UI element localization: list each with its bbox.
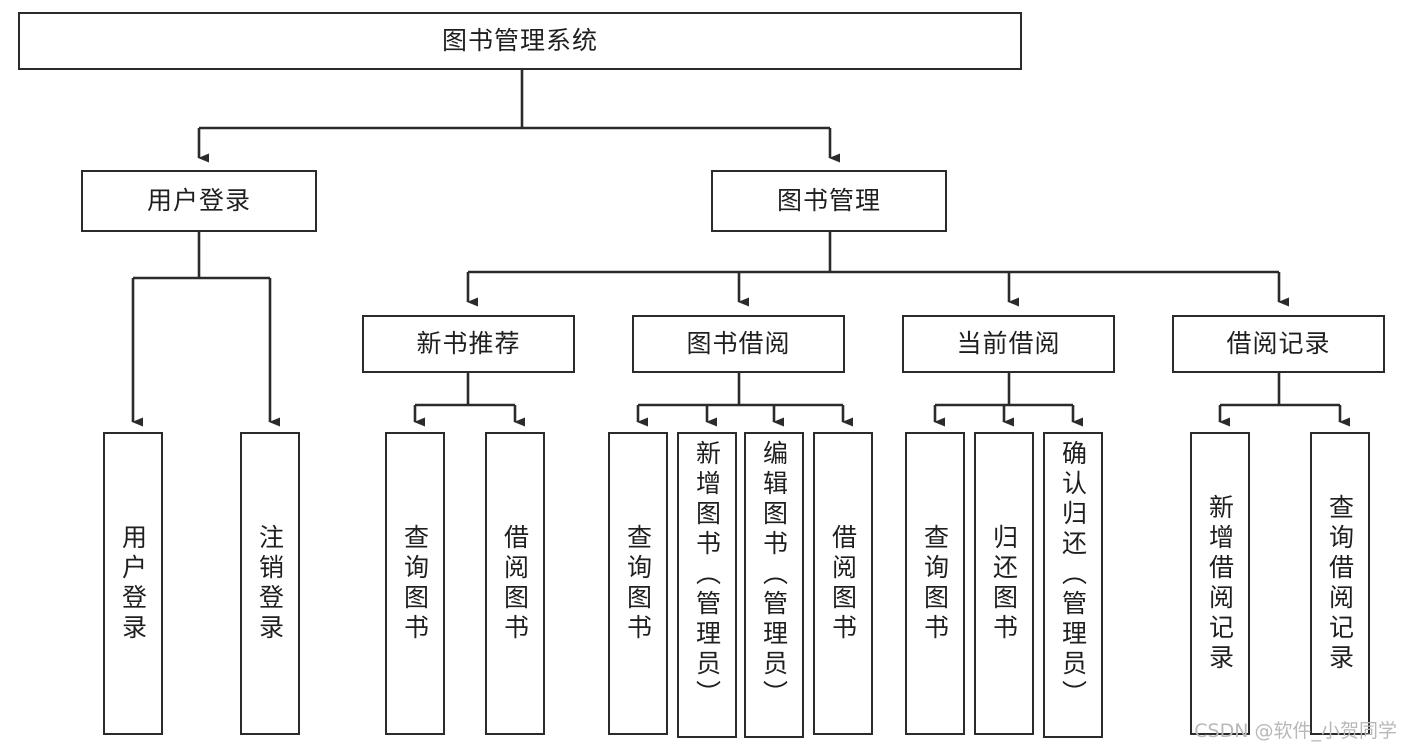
- leaf-borrow-lend-book[interactable]: 借阅图书: [813, 432, 873, 735]
- node-label: 新书推荐: [416, 329, 521, 359]
- node-current-borrow[interactable]: 当前借阅: [902, 315, 1115, 373]
- node-label: 用户登录: [118, 523, 148, 644]
- node-label: 查询图书: [623, 523, 653, 644]
- leaf-borrow-add-book[interactable]: 新增图书（管理员）: [677, 432, 737, 738]
- node-root-system[interactable]: 图书管理系统: [18, 12, 1022, 70]
- node-label: 确认归还（管理员）: [1058, 440, 1088, 710]
- node-label: 编辑图书（管理员）: [759, 440, 789, 710]
- node-book-management[interactable]: 图书管理: [711, 170, 947, 232]
- leaf-current-confirm-return[interactable]: 确认归还（管理员）: [1043, 432, 1103, 738]
- node-label: 查询图书: [400, 523, 430, 644]
- node-label: 借阅图书: [828, 523, 858, 644]
- node-label: 图书借阅: [686, 329, 791, 359]
- node-label: 查询图书: [920, 523, 950, 644]
- node-label: 归还图书: [989, 523, 1019, 644]
- node-label: 图书管理系统: [441, 26, 598, 56]
- node-label: 注销登录: [255, 523, 285, 644]
- node-label: 当前借阅: [956, 329, 1061, 359]
- watermark-text: CSDN @软件_小贺同学: [1194, 720, 1397, 742]
- leaf-records-add-record[interactable]: 新增借阅记录: [1190, 432, 1250, 735]
- leaf-newbook-borrow-book[interactable]: 借阅图书: [485, 432, 545, 735]
- leaf-logout[interactable]: 注销登录: [240, 432, 300, 735]
- node-label: 借阅图书: [500, 523, 530, 644]
- node-label: 新增借阅记录: [1205, 493, 1235, 674]
- node-label: 图书管理: [776, 186, 881, 216]
- node-label: 查询借阅记录: [1325, 493, 1355, 674]
- leaf-current-return-book[interactable]: 归还图书: [974, 432, 1034, 735]
- node-user-login[interactable]: 用户登录: [81, 170, 317, 232]
- node-new-book-recommend[interactable]: 新书推荐: [362, 315, 575, 373]
- leaf-user-login[interactable]: 用户登录: [103, 432, 163, 735]
- leaf-records-query-record[interactable]: 查询借阅记录: [1310, 432, 1370, 735]
- leaf-current-query-book[interactable]: 查询图书: [905, 432, 965, 735]
- node-label: 用户登录: [146, 186, 251, 216]
- leaf-newbook-query-book[interactable]: 查询图书: [385, 432, 445, 735]
- leaf-borrow-edit-book[interactable]: 编辑图书（管理员）: [744, 432, 804, 738]
- node-borrow-records[interactable]: 借阅记录: [1172, 315, 1385, 373]
- node-label: 借阅记录: [1226, 329, 1331, 359]
- node-label: 新增图书（管理员）: [692, 440, 722, 710]
- node-book-borrow[interactable]: 图书借阅: [632, 315, 845, 373]
- leaf-borrow-query-book[interactable]: 查询图书: [608, 432, 668, 735]
